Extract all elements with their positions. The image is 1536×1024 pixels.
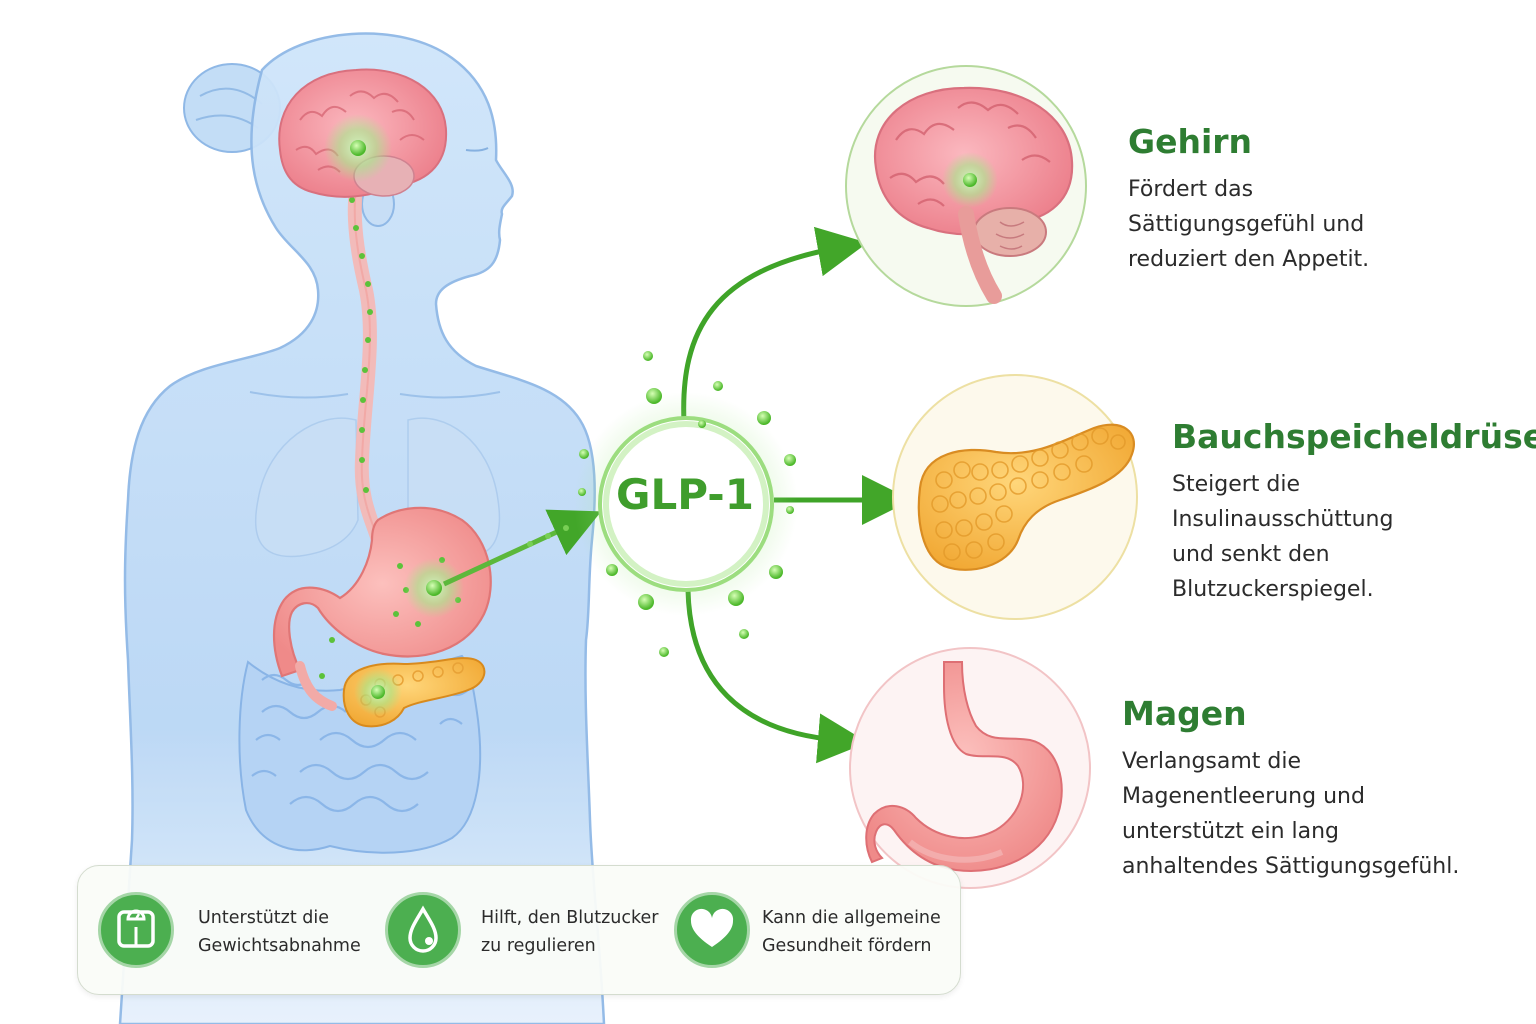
brain-description-line: Fördert das — [1128, 177, 1254, 202]
stomach-description: Verlangsamt die Magenentleerung und unte… — [1122, 744, 1459, 884]
benefit-text: Unterstützt die Gewichtsabnahme — [198, 904, 361, 960]
pancreas-description-line: Insulinausschüttung — [1172, 507, 1394, 532]
benefit-text-line: Gesundheit fördern — [762, 936, 932, 956]
benefit-text-line: Kann die allgemeine — [762, 908, 941, 928]
benefit-text-line: Unterstützt die — [198, 908, 330, 928]
benefits-bar: Unterstützt die Gewichtsabnahme Hilft, d… — [77, 865, 961, 995]
brain-description: Fördert das Sättigungsgefühl und reduzie… — [1128, 172, 1369, 277]
stomach-title: Magen — [1122, 694, 1247, 733]
drop-icon — [385, 892, 461, 968]
scale-icon — [98, 892, 174, 968]
benefit-text: Kann die allgemeine Gesundheit fördern — [762, 904, 941, 960]
brain-title: Gehirn — [1128, 122, 1253, 161]
stomach-description-line: unterstützt ein lang — [1122, 819, 1340, 844]
benefit-text-line: zu regulieren — [481, 936, 596, 956]
pancreas-description-line: und senkt den — [1172, 542, 1330, 567]
benefit-text-line: Gewichtsabnahme — [198, 936, 361, 956]
brain-medallion — [845, 65, 1087, 307]
pancreas-title: Bauchspeicheldrüse — [1172, 417, 1536, 456]
glp1-label: GLP-1 — [616, 470, 754, 519]
benefit-text: Hilft, den Blutzucker zu regulieren — [481, 904, 658, 960]
pancreas-medallion — [892, 374, 1138, 620]
pancreas-description-line: Steigert die — [1172, 472, 1301, 497]
pancreas-description-line: Blutzuckerspiegel. — [1172, 577, 1374, 602]
stomach-description-line: Verlangsamt die — [1122, 749, 1302, 774]
stomach-description-line: anhaltendes Sättigungsgefühl. — [1122, 854, 1460, 879]
pancreas-description: Steigert die Insulinausschüttung und sen… — [1172, 467, 1393, 607]
brain-description-line: reduziert den Appetit. — [1128, 247, 1370, 272]
brain-description-line: Sättigungsgefühl und — [1128, 212, 1365, 237]
stomach-medallion — [849, 647, 1091, 889]
stomach-description-line: Magenentleerung und — [1122, 784, 1365, 809]
human-figure — [118, 32, 606, 1024]
benefit-text-line: Hilft, den Blutzucker — [481, 908, 659, 928]
heart-icon — [674, 892, 750, 968]
glp1-node — [574, 351, 798, 657]
